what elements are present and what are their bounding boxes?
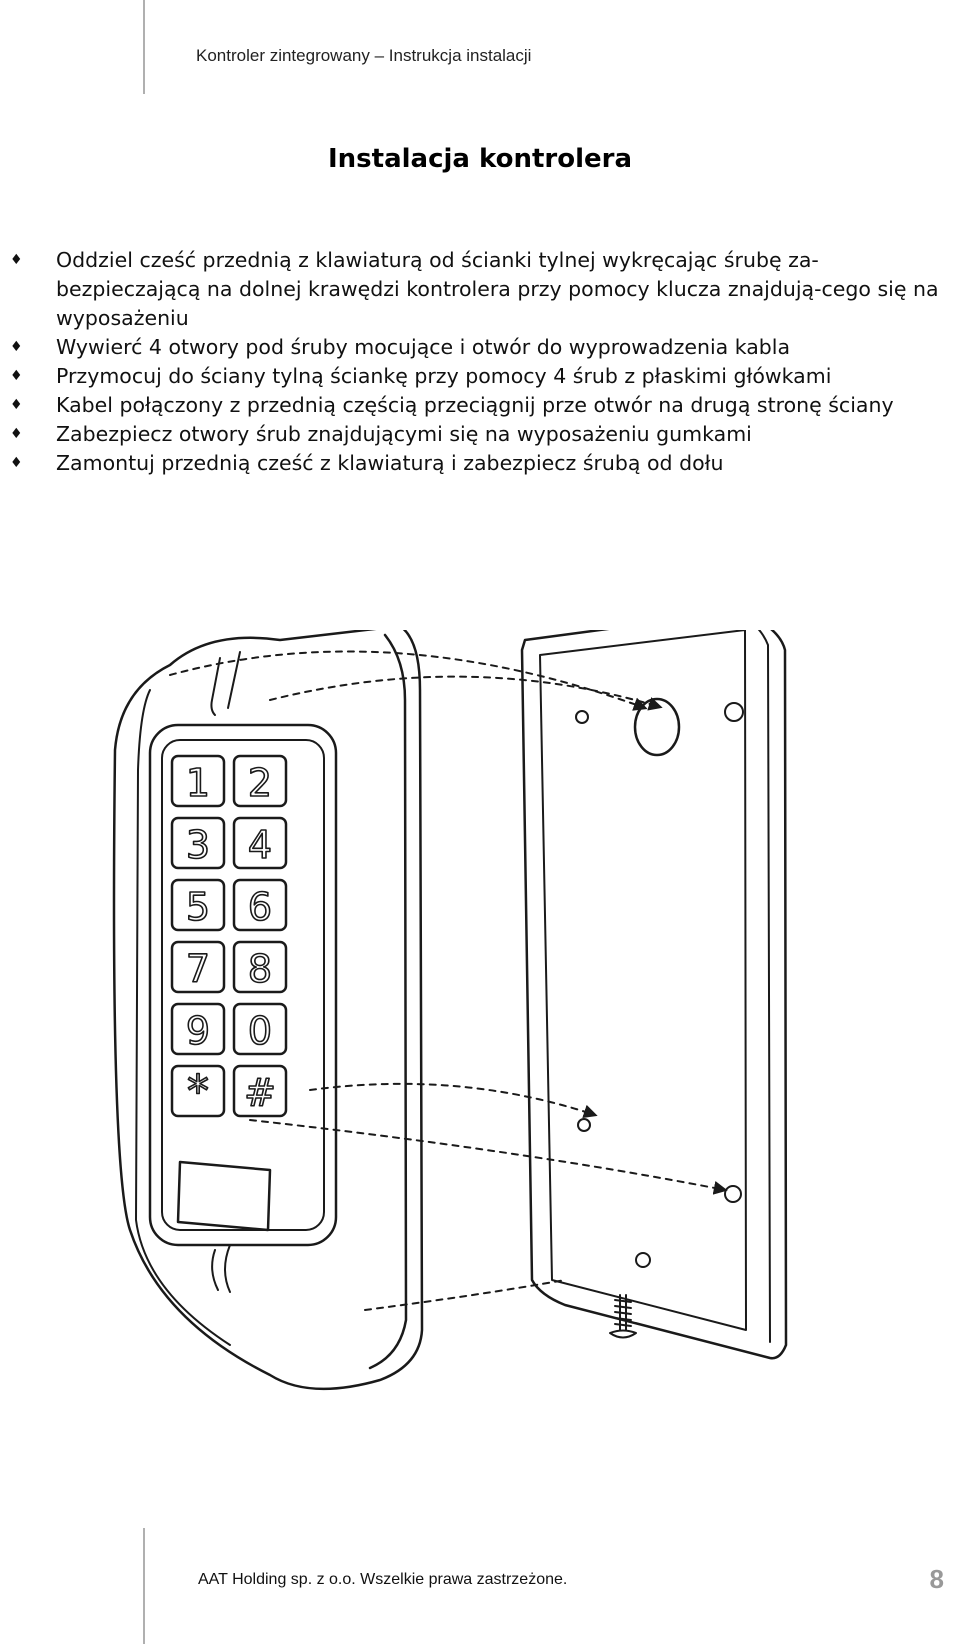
step-text: Przymocuj do ściany tylną ściankę przy p…: [56, 364, 832, 388]
back-wall-plate: [520, 630, 788, 1360]
keypad-key-8: 8: [232, 940, 288, 994]
keypad-key-label: #: [244, 1071, 276, 1115]
assembly-arrows: [169, 650, 728, 1311]
step-text: Wywierć 4 otwory pod śruby mocujące i ot…: [56, 335, 791, 359]
keypad-key-hash: #: [232, 1064, 288, 1118]
step-text: Oddziel cześć przednią z klawiaturą od ś…: [56, 248, 939, 330]
step-text: Kabel połączony z przednią częścią przec…: [56, 393, 894, 417]
step-text: Zamontuj przednią cześć z klawiaturą i z…: [56, 451, 724, 475]
footer-divider: [143, 1528, 145, 1644]
keypad-key-label: 8: [248, 947, 272, 991]
diamond-bullet-icon: ♦: [10, 397, 23, 413]
diamond-bullet-icon: ♦: [10, 426, 23, 442]
keypad-key-2: 2: [232, 754, 288, 808]
diamond-bullet-icon: ♦: [10, 252, 23, 268]
keypad-key-1: 1: [170, 754, 226, 808]
installation-steps: ♦ Oddziel cześć przednią z klawiaturą od …: [10, 246, 945, 478]
diamond-bullet-icon: ♦: [10, 339, 23, 355]
keypad-key-5: 5: [170, 878, 226, 932]
keypad-key-label: 2: [248, 761, 272, 805]
keypad-key-7: 7: [170, 940, 226, 994]
keypad-key-6: 6: [232, 878, 288, 932]
keypad-key-label: 0: [248, 1009, 272, 1053]
list-item: ♦ Przymocuj do ściany tylną ściankę przy …: [10, 362, 945, 391]
page-number: 8: [929, 1564, 944, 1594]
step-text: Zabezpiecz otwory śrub znajdującymi się …: [56, 422, 752, 446]
list-item: ♦ Zamontuj przednią cześć z klawiaturą i …: [10, 449, 945, 478]
keypad-key-star: *: [170, 1064, 226, 1118]
section-title: Instalacja kontrolera: [327, 144, 632, 174]
list-item: ♦ Oddziel cześć przednią z klawiaturą od …: [10, 246, 945, 333]
diamond-bullet-icon: ♦: [10, 455, 23, 471]
keypad-key-label: 6: [248, 885, 272, 929]
keypad-key-label: 7: [186, 947, 210, 991]
keypad-key-4: 4: [232, 816, 288, 870]
keypad-key-label: *: [187, 1066, 209, 1117]
keypad-key-label: 4: [248, 823, 272, 867]
diamond-bullet-icon: ♦: [10, 368, 23, 384]
header-divider: [143, 0, 145, 94]
keypad-key-label: 3: [186, 823, 210, 867]
keypad-key-label: 5: [186, 885, 210, 929]
list-item: ♦ Zabezpiecz otwory śrub znajdującymi się…: [10, 420, 945, 449]
keypad-key-3: 3: [170, 816, 226, 870]
keypad-key-label: 1: [186, 761, 210, 805]
mounting-hole: [724, 702, 744, 722]
page-header: Kontroler zintegrowany – Instrukcja inst…: [196, 46, 532, 65]
footer-copyright: AAT Holding sp. z o.o. Wszelkie prawa za…: [198, 1571, 568, 1588]
screw-icon: [609, 1294, 637, 1339]
list-item: ♦ Kabel połączony z przednią częścią prze…: [10, 391, 945, 420]
keypad-key-9: 9: [170, 1002, 226, 1056]
keypad-key-label: 9: [186, 1009, 210, 1053]
keypad-key-0: 0: [232, 1002, 288, 1056]
list-item: ♦ Wywierć 4 otwory pod śruby mocujące i o…: [10, 333, 945, 362]
